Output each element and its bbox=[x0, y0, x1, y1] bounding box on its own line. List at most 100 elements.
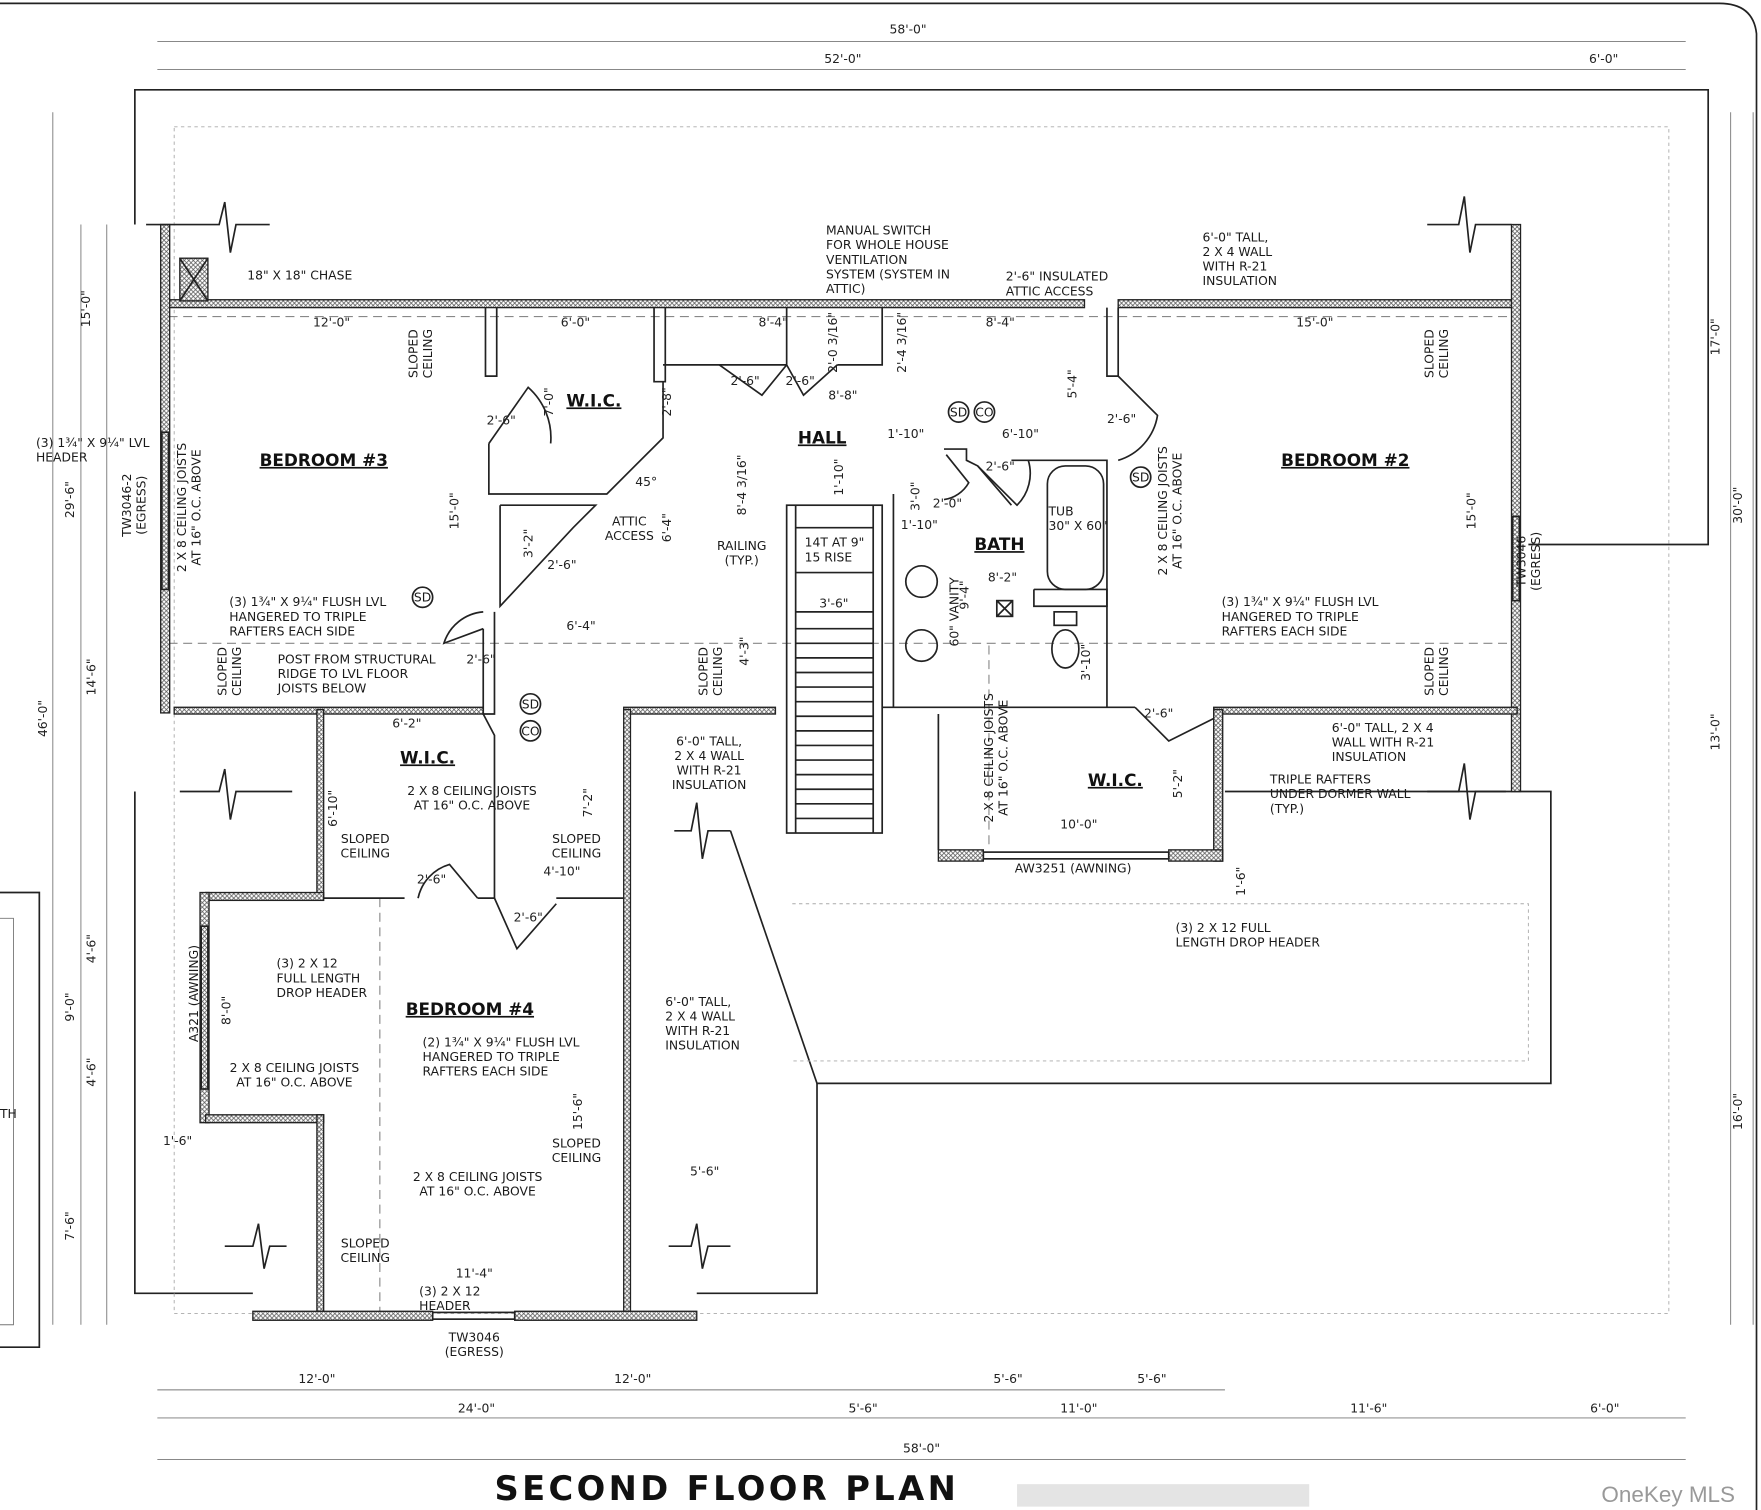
note-line: 2 X 8 CEILING JOISTS bbox=[413, 1170, 543, 1184]
note-line: TW3046 bbox=[1515, 536, 1529, 588]
dimension-label: 5'-2" bbox=[1171, 769, 1185, 798]
note-line: 2 X 4 WALL bbox=[1202, 245, 1272, 259]
note-line: RAFTERS EACH SIDE bbox=[229, 624, 355, 638]
note-line: FULL LENGTH bbox=[276, 971, 360, 985]
dimension-label: 2'-0 3/16" bbox=[826, 312, 840, 373]
note-line: 6'-0" TALL, bbox=[676, 734, 742, 748]
doors bbox=[417, 364, 1215, 951]
dimension-label: 1'-6" bbox=[163, 1134, 192, 1148]
note-stairs: 14T AT 9"15 RISE bbox=[805, 536, 865, 565]
dimension-label: 8'-4" bbox=[986, 316, 1015, 330]
note-sloped-7: SLOPEDCEILING bbox=[215, 647, 244, 696]
room-labels: BEDROOM #3 BEDROOM #2 BEDROOM #4 HALL BA… bbox=[0, 390, 1409, 1121]
note-line: HANGERED TO TRIPLE bbox=[1222, 610, 1359, 624]
room-label-wic-mid: W.I.C. bbox=[400, 747, 455, 767]
note-line: CEILING bbox=[1437, 329, 1451, 378]
note-line: AT 16" O.C. ABOVE bbox=[236, 1076, 353, 1090]
note-vanity: 60" VANITY bbox=[948, 577, 962, 647]
note-line: A321 (AWNING) bbox=[187, 945, 201, 1042]
note-line: 2 X 8 CEILING JOISTS bbox=[982, 693, 996, 823]
dimension-label: 2'-6" bbox=[466, 653, 495, 667]
windows bbox=[160, 431, 1521, 1320]
dimension-label: 2'-4 3/16" bbox=[895, 312, 909, 373]
note-line: HEADER bbox=[419, 1299, 471, 1313]
smoke-detector-symbol: SD bbox=[1129, 466, 1152, 489]
note-tw3046-bottom: TW3046(EGRESS) bbox=[445, 1331, 504, 1360]
note-sloped-6: SLOPEDCEILING bbox=[1422, 329, 1451, 378]
dimension-label: 6'-0" bbox=[561, 316, 590, 330]
note-line: (EGRESS) bbox=[445, 1345, 504, 1359]
walls bbox=[160, 223, 1522, 1321]
note-line: SLOPED bbox=[341, 832, 390, 846]
note-line: 30" X 60" bbox=[1049, 519, 1108, 533]
note-line: SLOPED bbox=[341, 1236, 390, 1250]
dimension-label: 15'-0" bbox=[79, 290, 93, 327]
note-line: HEADER bbox=[36, 450, 88, 464]
note-sloped-9: SLOPEDCEILING bbox=[1422, 647, 1451, 696]
note-line: (TYP.) bbox=[725, 554, 759, 568]
note-line: DROP HEADER bbox=[276, 986, 367, 1000]
note-line: 60" VANITY bbox=[948, 577, 962, 647]
dimension-label: 14'-6" bbox=[85, 658, 99, 695]
note-line: 14T AT 9" bbox=[805, 536, 865, 550]
note-line: CEILING bbox=[341, 847, 390, 861]
note-a321: A321 (AWNING) bbox=[187, 945, 201, 1042]
dimension-label: 6'-4" bbox=[566, 619, 595, 633]
note-line: 6'-0" TALL, bbox=[1202, 230, 1268, 244]
smoke-detector-symbol: SD bbox=[947, 401, 970, 423]
note-line: (EGRESS) bbox=[135, 476, 149, 535]
dimension-label: 10'-0" bbox=[1060, 818, 1097, 832]
note-line: HANGERED TO TRIPLE bbox=[229, 610, 366, 624]
dimension-label: 5'-6" bbox=[1137, 1372, 1166, 1386]
note-line: RAFTERS EACH SIDE bbox=[1222, 624, 1348, 638]
symbol-label: CO bbox=[975, 406, 994, 420]
dimension-label: 1'-6" bbox=[1234, 867, 1248, 896]
symbol-label: CO bbox=[521, 724, 540, 738]
note-line: 2 X 8 CEILING JOISTS bbox=[175, 443, 189, 573]
dimension-label: 12'-0" bbox=[614, 1372, 651, 1386]
dimension-label: 8'-4" bbox=[759, 316, 788, 330]
dimension-label: 2'-6" bbox=[487, 413, 516, 427]
note-line: AT 16" O.C. ABOVE bbox=[414, 798, 531, 812]
note-line: SLOPED bbox=[1422, 647, 1436, 696]
dimension-label: 58'-0" bbox=[889, 23, 926, 37]
note-line: (3) 2 X 12 FULL bbox=[1175, 921, 1270, 935]
watermark-logo: OneKey MLS bbox=[1601, 1482, 1735, 1507]
symbol-label: SD bbox=[522, 697, 539, 711]
note-line: WITH R-21 bbox=[677, 764, 742, 778]
dimension-label: 58'-0" bbox=[903, 1442, 940, 1456]
note-line: LENGTH DROP HEADER bbox=[1175, 935, 1320, 949]
room-label-hall: HALL bbox=[798, 427, 847, 447]
dimension-label: 2'-6" bbox=[730, 374, 759, 388]
dimension-label: 3'-2" bbox=[522, 529, 536, 558]
dimension-label: 11'-4" bbox=[456, 1267, 493, 1281]
dimension-label: 1'-10" bbox=[887, 427, 924, 441]
room-label-bedroom-4: BEDROOM #4 bbox=[406, 999, 534, 1019]
note-line: 6'-0" TALL, 2 X 4 bbox=[1332, 721, 1434, 735]
dimension-label: 11'-0" bbox=[1060, 1401, 1097, 1415]
note-line: HANGERED TO TRIPLE bbox=[423, 1050, 560, 1064]
dimension-label: 4'-6" bbox=[85, 1058, 99, 1087]
note-line: (3) 1¾" X 9¼" LVL bbox=[36, 436, 150, 450]
note-line: WITH R-21 bbox=[1202, 260, 1267, 274]
dimension-label: 3'-6" bbox=[819, 596, 848, 610]
note-line: (2) 1¾" X 9¼" FLUSH LVL bbox=[423, 1035, 580, 1049]
note-line: MANUAL SWITCH bbox=[826, 224, 931, 238]
note-line: ATTIC) bbox=[826, 282, 865, 296]
dimension-label: 5'-6" bbox=[848, 1401, 877, 1415]
room-label-wic-top: W.I.C. bbox=[566, 390, 621, 410]
dimension-label: 12'-0" bbox=[298, 1372, 335, 1386]
room-label-bedroom-3: BEDROOM #3 bbox=[260, 450, 388, 470]
note-line: SLOPED bbox=[1422, 329, 1436, 378]
dimension-label: 24'-0" bbox=[458, 1401, 495, 1415]
dimension-label: 13'-0" bbox=[1708, 713, 1722, 750]
